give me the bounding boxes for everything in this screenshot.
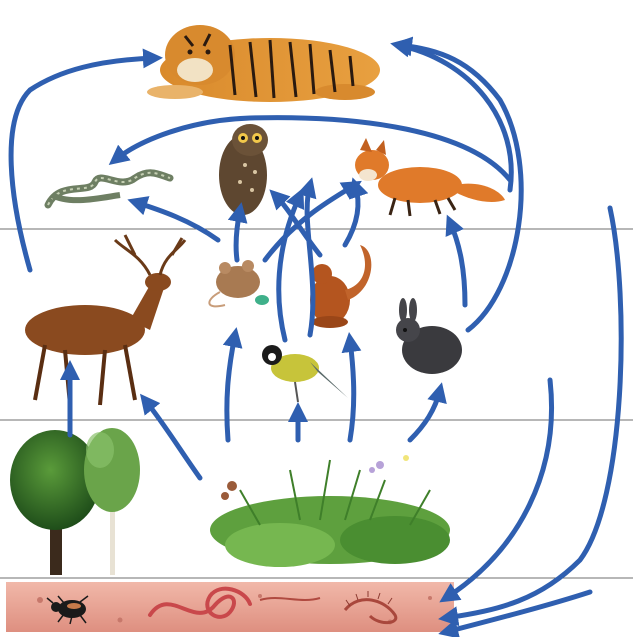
great-tit-bird (262, 345, 348, 402)
arrow-squirrel-to-fox (345, 185, 358, 245)
arrow-plants-to-deer (145, 400, 200, 478)
arrow-fox-to-snake (115, 118, 510, 180)
deer (25, 235, 185, 405)
arrow-plants-to-mouse (227, 335, 235, 440)
arrow-mouse-to-owl (236, 210, 240, 260)
snake (48, 173, 170, 205)
grass-and-plants (210, 455, 450, 567)
squirrel (310, 245, 371, 328)
trees (10, 428, 140, 575)
rabbit (396, 298, 462, 374)
arrow-bird-to-fox (307, 185, 313, 335)
arrow-to-decomposers-2 (446, 380, 552, 598)
tiger (147, 25, 380, 102)
arrow-bird-to-owl (279, 195, 300, 340)
fox (355, 138, 505, 216)
arrow-plants-to-squirrel (350, 340, 354, 440)
arrow-to-decomposers-1 (446, 208, 621, 618)
arrow-plants-to-rabbit (410, 390, 440, 440)
mouse (209, 260, 269, 306)
owl (219, 124, 268, 215)
arrow-deer-to-tiger (11, 58, 155, 270)
arrow-mouse-to-snake (135, 202, 218, 240)
arrow-rabbit-to-fox (450, 222, 465, 305)
